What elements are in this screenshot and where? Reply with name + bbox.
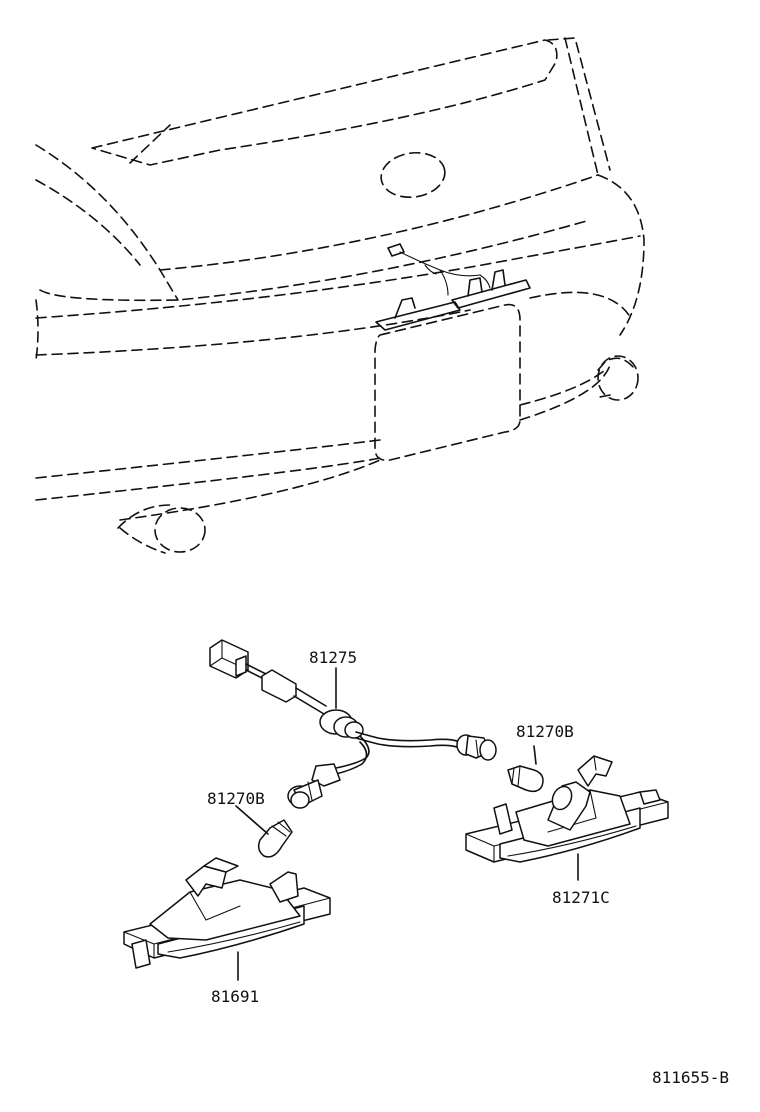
bulb-left-81270B <box>235 805 293 858</box>
wire-harness-81275 <box>209 639 497 809</box>
figure-id: 811655-B <box>652 1068 729 1087</box>
lamp-left-81691 <box>123 857 331 981</box>
installed-lamp-assembly <box>375 243 531 331</box>
label-harness: 81275 <box>309 648 357 667</box>
label-bulb-left: 81270B <box>207 789 265 808</box>
label-bulb-right: 81270B <box>516 722 574 741</box>
lamp-right-81271C <box>465 755 669 881</box>
label-lamp-left: 81691 <box>211 987 259 1006</box>
label-lamp-right: 81271C <box>552 888 610 907</box>
vehicle-rear-outline <box>35 37 645 554</box>
bulb-right-81270B <box>507 745 544 793</box>
